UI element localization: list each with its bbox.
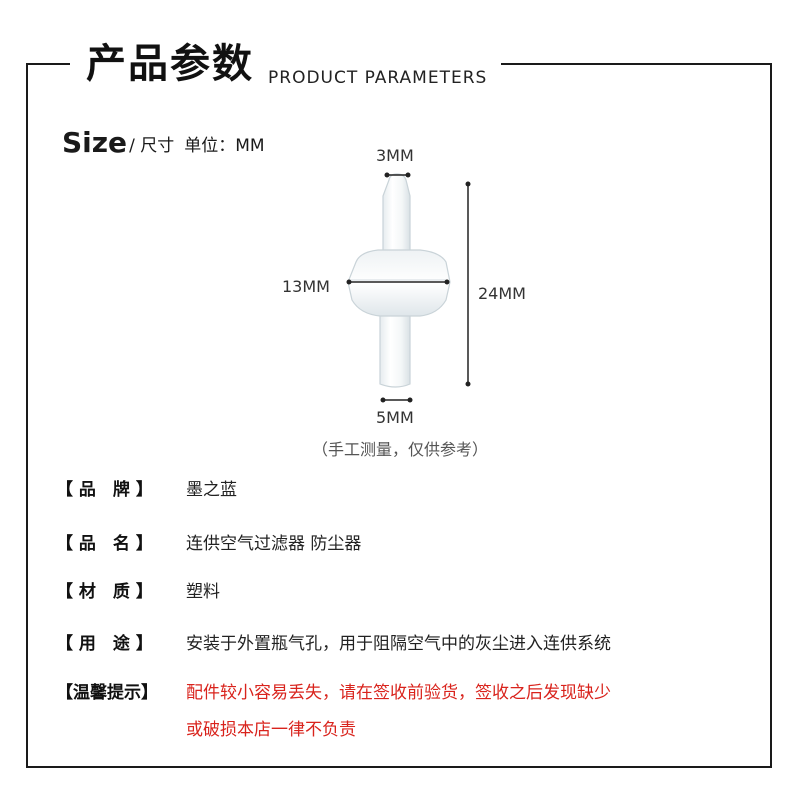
spec-value: 墨之蓝 [186,480,237,500]
spec-row-brand: 【 品 牌 】 墨之蓝 [56,478,237,502]
filter-bottom-tube [379,313,411,388]
page-header: 产品参数 PRODUCT PARAMETERS [70,36,502,92]
page-title: 产品参数 [86,41,254,87]
dim-label-height: 24MM [478,284,526,303]
size-label: Size [62,126,128,159]
spec-value: 连供空气过滤器 防尘器 [186,534,362,554]
filter-body [347,249,451,317]
spec-row-warning: 【温馨提示】 配件较小容易丢失，请在签收前验货，签收之后发现缺少 或破损本店一律… [56,675,611,749]
dim-label-body: 13MM [282,277,330,296]
dim-marker-bottom [380,397,413,403]
dim-marker-body [346,279,450,285]
size-unit-label: 单位：MM [184,136,265,156]
spec-row-material: 【 材 质 】 塑料 [56,580,220,604]
size-heading: Size / 尺寸 单位：MM [62,126,265,160]
spec-label: 【 用 途 】 [56,634,153,654]
warning-line: 或破损本店一律不负责 [186,720,356,740]
spec-value: 塑料 [186,582,220,602]
dim-marker-top [384,172,411,178]
spec-row-name: 【 品 名 】 连供空气过滤器 防尘器 [56,532,361,556]
spec-label: 【 品 牌 】 [56,480,153,500]
spec-label: 【 材 质 】 [56,582,153,602]
filter-top-nozzle [382,173,411,253]
spec-label: 【 品 名 】 [56,534,153,554]
page-subtitle: PRODUCT PARAMETERS [268,68,488,88]
spec-value: 安装于外置瓶气孔，用于阻隔空气中的灰尘进入连供系统 [186,634,611,654]
dim-label-top: 3MM [376,146,414,165]
size-sub-label: / 尺寸 [129,136,175,156]
measurement-note: （手工测量，仅供参考） [311,440,488,459]
dim-marker-height [465,181,471,387]
spec-row-usage: 【 用 途 】 安装于外置瓶气孔，用于阻隔空气中的灰尘进入连供系统 [56,632,611,656]
filter-illustration [347,173,451,388]
dim-label-bottom: 5MM [376,408,414,427]
warning-label: 【温馨提示】 [56,683,158,703]
warning-line: 配件较小容易丢失，请在签收前验货，签收之后发现缺少 [186,683,611,703]
